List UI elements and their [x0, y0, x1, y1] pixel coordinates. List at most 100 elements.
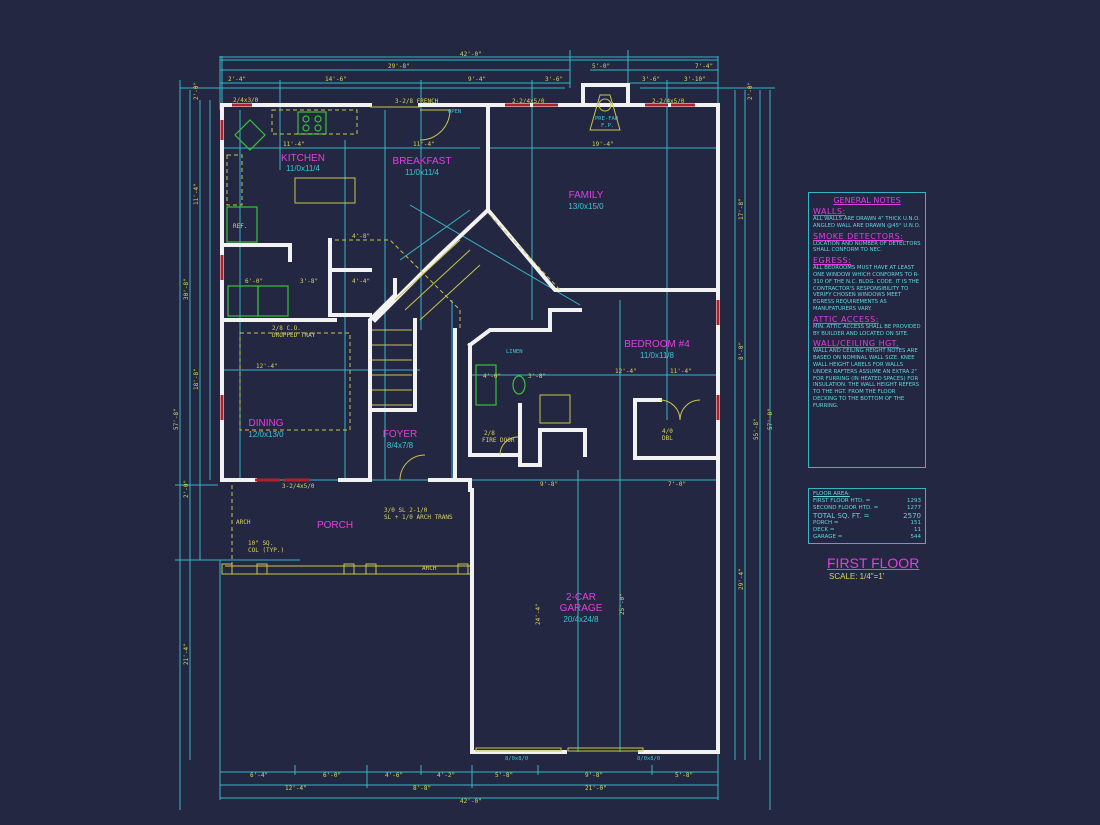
sheet-title: FIRST FLOOR: [827, 555, 920, 571]
sheet-scale: SCALE: 1/4"=1': [829, 572, 885, 581]
dim-right: 2'-0": [747, 82, 754, 100]
floor-area-row: TOTAL SQ. FT. =2570: [813, 512, 921, 520]
floor-area-row: PORCH = 151: [813, 520, 921, 527]
label-window: 2/4x3/0: [233, 97, 259, 104]
label-closet: 4/0: [662, 428, 673, 435]
room-breakfast-size: 11/0x11/4: [405, 168, 440, 177]
range-icon: [297, 111, 327, 135]
dim-top: 3'-6": [545, 76, 563, 83]
notes-text: ALL BEDROOMS MUST HAVE AT LEAST ONE WIND…: [813, 265, 920, 312]
dim-top: 7'-4": [695, 63, 713, 70]
dim-interior: 7'-0": [668, 481, 686, 488]
dimension-lines: [175, 50, 775, 810]
dim-interior: 25'-0": [619, 593, 626, 615]
dim-bottom: 5'-8": [495, 772, 513, 779]
dim-left: 11'-4": [193, 183, 200, 205]
dropped-tray-outline: [239, 332, 351, 431]
walls: [220, 83, 720, 754]
dim-interior: 12'-4": [615, 368, 637, 375]
label-entry-door: 3/0 SL 2-1/0: [384, 507, 428, 514]
label-fire-door: 2/8: [484, 430, 495, 437]
label-entry-door: SL + 1/0 ARCH TRANS: [384, 514, 453, 521]
notes-text: LOCATION AND NUMBER OF DETECTORS SHALL C…: [813, 240, 921, 254]
dim-top: 5'-0": [592, 63, 610, 70]
notes-heading: ATTIC ACCESS:: [813, 314, 879, 324]
floor-area-table: FLOOR AREA: FIRST FLOOR HTD. =1293 SECON…: [808, 488, 926, 544]
label-linen: LINEN: [506, 349, 523, 355]
label-window: 2-2/4x5/0: [652, 98, 685, 105]
room-bedroom4: BEDROOM #4: [624, 339, 690, 350]
dim-bottom: 5'-8": [675, 772, 693, 779]
room-garage-size: 20/4x24/8: [563, 615, 599, 624]
tub-icon: [475, 364, 497, 406]
area-label: SECOND FLOOR HTD. =: [813, 505, 879, 512]
room-dining: DINING: [249, 418, 284, 429]
vanity-icon: [539, 394, 571, 424]
notes-text: WALL AND CEILING HEIGHT NOTES ARE BASED …: [813, 348, 920, 409]
door-swing-closet: [659, 399, 701, 421]
toilet-icon: [512, 375, 526, 395]
dim-bottom: 21'-0": [585, 785, 607, 792]
label-refrigerator: REF.: [233, 223, 247, 230]
label-closet: DBL: [662, 435, 673, 442]
dim-left: 2'-0": [183, 480, 190, 498]
label-open: OPEN: [448, 109, 461, 115]
dim-left: 21'-4": [183, 643, 190, 665]
notes-text: ALL WALLS ARE DRAWN 4" THICK U.N.O. ANGL…: [813, 216, 921, 229]
area-value: 151: [910, 519, 922, 526]
label-garage-door: 8/0x8/0: [505, 756, 528, 762]
label-dropped-tray: 2/8 C.O.: [272, 325, 301, 332]
floor-area-title: FLOOR AREA:: [813, 491, 850, 497]
area-value: 11: [914, 527, 921, 534]
sink-icon: [234, 119, 266, 151]
notes-title: GENERAL NOTES: [833, 196, 901, 205]
dim-bottom: 12'-4": [285, 785, 307, 792]
label-column: COL (TYP.): [248, 547, 284, 554]
dim-top: 2'-4": [228, 76, 246, 83]
dim-top-overall: 42'-0": [460, 51, 482, 58]
room-porch: PORCH: [317, 520, 353, 531]
dim-interior: 3'-8": [300, 278, 318, 285]
room-family: FAMILY: [569, 190, 604, 201]
dim-interior: 6'-0": [245, 278, 263, 285]
notes-heading: EGRESS:: [813, 256, 852, 266]
area-label: PORCH =: [813, 519, 839, 526]
notes-heading: WALLS:: [813, 207, 846, 216]
general-notes-panel: GENERAL NOTES WALLS: ALL WALLS ARE DRAWN…: [808, 192, 926, 468]
fireplace-icon: [589, 94, 621, 131]
dim-top: 29'-8": [388, 63, 410, 70]
notes-text: MIN. ATTIC ACCESS SHALL BE PROVIDED BY B…: [813, 323, 921, 337]
room-breakfast: BREAKFAST: [393, 156, 452, 167]
label-garage-door: 8/0x8/0: [637, 756, 660, 762]
notes-heading: WALL/CEILING HGT.: [813, 339, 900, 349]
dim-left: 18'-8": [193, 368, 200, 390]
dim-right: 8'-0": [738, 342, 745, 360]
dim-right: 55'-8": [753, 418, 760, 440]
dim-left-overall: 57'-8": [173, 408, 180, 430]
dim-interior: 11'-4": [670, 368, 692, 375]
dimension-texts: 42'-0" 29'-8" 5'-0" 7'-4" 2'-4" 14'-6" 9…: [173, 51, 774, 805]
area-value: 1293: [907, 498, 921, 505]
dim-bottom: 4'-6": [385, 772, 403, 779]
porch: [221, 485, 470, 575]
door-swing-entry: [399, 454, 426, 481]
room-dining-size: 12/0x13/0: [248, 430, 284, 439]
area-value: 544: [910, 534, 922, 541]
room-labels: KITCHEN 11/0x11/4 BREAKFAST 11/0x11/4 FA…: [248, 153, 690, 624]
dim-top: 14'-6": [325, 76, 347, 83]
dim-right: 29'-4": [738, 568, 745, 590]
floor-area-row: SECOND FLOOR HTD. =1277: [813, 505, 921, 512]
plan-annotations: 3-2/8 FRENCH OPEN 2/4x3/0 2-2/4x5/0 2-2/…: [233, 97, 685, 762]
dim-bottom: 8'-8": [413, 785, 431, 792]
area-label: DECK =: [813, 527, 835, 534]
door-swing-fire: [499, 436, 519, 456]
door-swing-open: [419, 109, 451, 141]
dim-right: 17'-8": [738, 198, 745, 220]
floor-area-row: FIRST FLOOR HTD. =1293: [813, 498, 921, 505]
label-arch: ARCH: [422, 565, 437, 572]
dim-interior: 3'-8": [528, 373, 546, 380]
dim-interior: 24'-4": [535, 603, 542, 625]
dim-interior: 9'-8": [540, 481, 558, 488]
refrigerator-icon: [226, 206, 258, 243]
